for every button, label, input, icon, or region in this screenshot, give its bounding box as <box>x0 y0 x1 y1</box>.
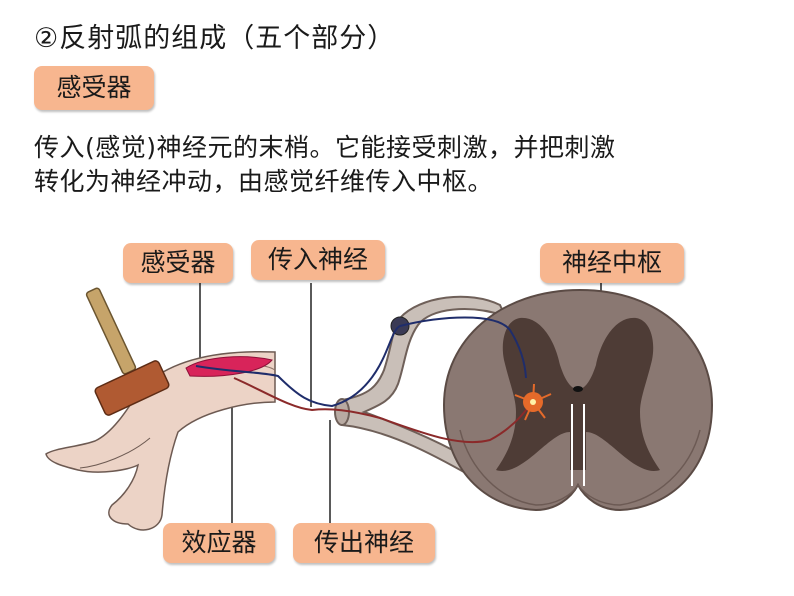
definition-line-2: 转化为神经冲动，由感觉纤维传入中枢。 <box>34 167 494 196</box>
spinal-cord-section <box>442 288 714 512</box>
definition-text: 传入(感觉)神经元的末梢。它能接受刺激，并把刺激 转化为神经冲动，由感觉纤维传入… <box>34 131 774 199</box>
neural-pathway <box>195 316 533 444</box>
label-afferent-nerve: 传入神经 <box>251 240 385 280</box>
definition-line-1: 传入(感觉)神经元的末梢。它能接受刺激，并把刺激 <box>34 133 616 162</box>
reflex-hammer <box>85 287 170 416</box>
reflex-arc-diagram <box>45 283 714 531</box>
label-efferent-nerve: 传出神经 <box>293 523 435 563</box>
section-heading: ②反射弧的组成（五个部分） <box>34 23 396 54</box>
label-nerve-center: 神经中枢 <box>540 243 684 283</box>
interneuron <box>514 383 552 421</box>
receptor-highlight <box>185 356 273 377</box>
term-badge-receptor: 感受器 <box>34 66 154 110</box>
label-receptor: 感受器 <box>123 243 233 283</box>
label-effector: 效应器 <box>163 523 275 563</box>
